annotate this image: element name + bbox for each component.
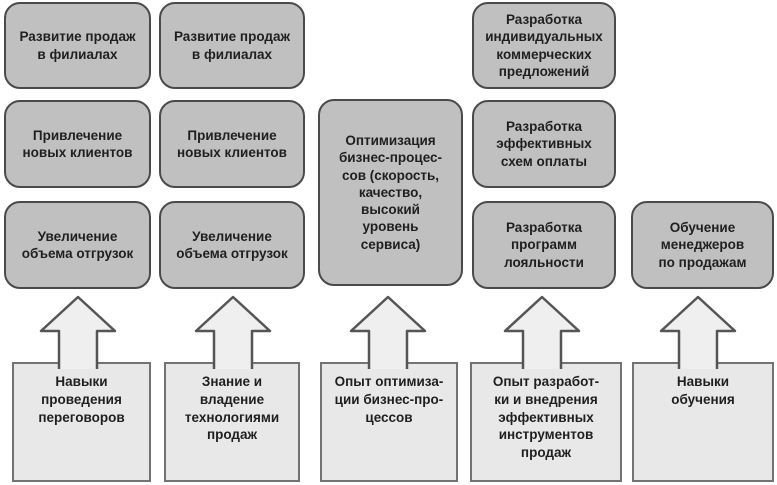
up-arrow-icon: [659, 295, 737, 369]
goal-box: Увеличение объема отгрузок: [4, 201, 151, 289]
competency-box: Навыки проведения переговоров: [12, 362, 151, 482]
goal-box: Привлечение новых клиентов: [159, 100, 305, 188]
goal-box: Развитие продаж в филиалах: [4, 2, 151, 89]
goal-box: Развитие продаж в филиалах: [159, 2, 305, 89]
goal-box: Увеличение объема отгрузок: [159, 201, 305, 289]
competency-box: Опыт оптимиза- ции бизнес-про- цессов: [320, 362, 458, 482]
goal-box: Оптимизация бизнес-процес- сов (скорость…: [318, 99, 463, 286]
competency-box: Опыт разработ- ки и внедрения эффективны…: [470, 362, 622, 482]
goal-box: Разработка индивидуальных коммерческих п…: [472, 2, 616, 89]
up-arrow-icon: [349, 295, 427, 369]
goal-box: Разработка эффективных схем оплаты: [472, 100, 616, 188]
goal-box: Разработка программ лояльности: [472, 201, 616, 289]
goal-box: Привлечение новых клиентов: [4, 100, 151, 188]
goal-box: Обучение менеджеров по продажам: [631, 201, 774, 289]
competency-box: Знание и владение технологиями продаж: [164, 362, 300, 482]
competency-box: Навыки обучения: [632, 362, 774, 482]
up-arrow-icon: [503, 295, 581, 369]
up-arrow-icon: [39, 295, 117, 369]
up-arrow-icon: [194, 295, 272, 369]
